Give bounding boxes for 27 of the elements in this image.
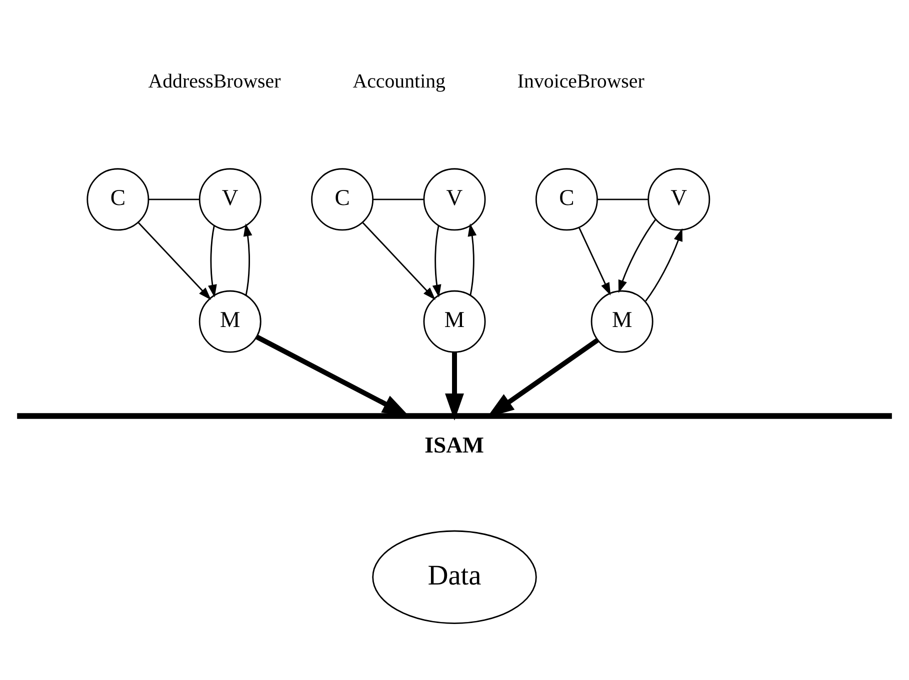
arrow bbox=[578, 228, 611, 296]
arrow bbox=[138, 222, 212, 300]
arrow bbox=[445, 352, 464, 420]
node-ellipse: Data bbox=[372, 530, 537, 624]
arrow bbox=[468, 223, 477, 296]
connector bbox=[148, 198, 200, 200]
node-circle: V bbox=[648, 168, 710, 231]
node-circle: C bbox=[535, 168, 598, 231]
connector bbox=[372, 198, 424, 200]
node-circle: C bbox=[86, 168, 150, 231]
arrow bbox=[362, 222, 436, 300]
node-circle: V bbox=[423, 168, 486, 231]
arrow bbox=[618, 219, 656, 293]
node-text: ISAM bbox=[424, 432, 484, 458]
arrow bbox=[208, 225, 217, 298]
node-circle: M bbox=[590, 290, 654, 353]
arrow bbox=[243, 223, 252, 296]
connector bbox=[597, 198, 648, 200]
arrow bbox=[432, 225, 442, 298]
node-circle: C bbox=[311, 168, 374, 231]
arrow bbox=[645, 228, 682, 302]
label: AddressBrowser bbox=[148, 70, 281, 92]
node-circle: M bbox=[198, 290, 262, 353]
label: InvoiceBrowser bbox=[517, 70, 644, 92]
label: Accounting bbox=[352, 70, 446, 92]
node-circle: V bbox=[198, 168, 262, 231]
node-circle: M bbox=[423, 290, 486, 353]
